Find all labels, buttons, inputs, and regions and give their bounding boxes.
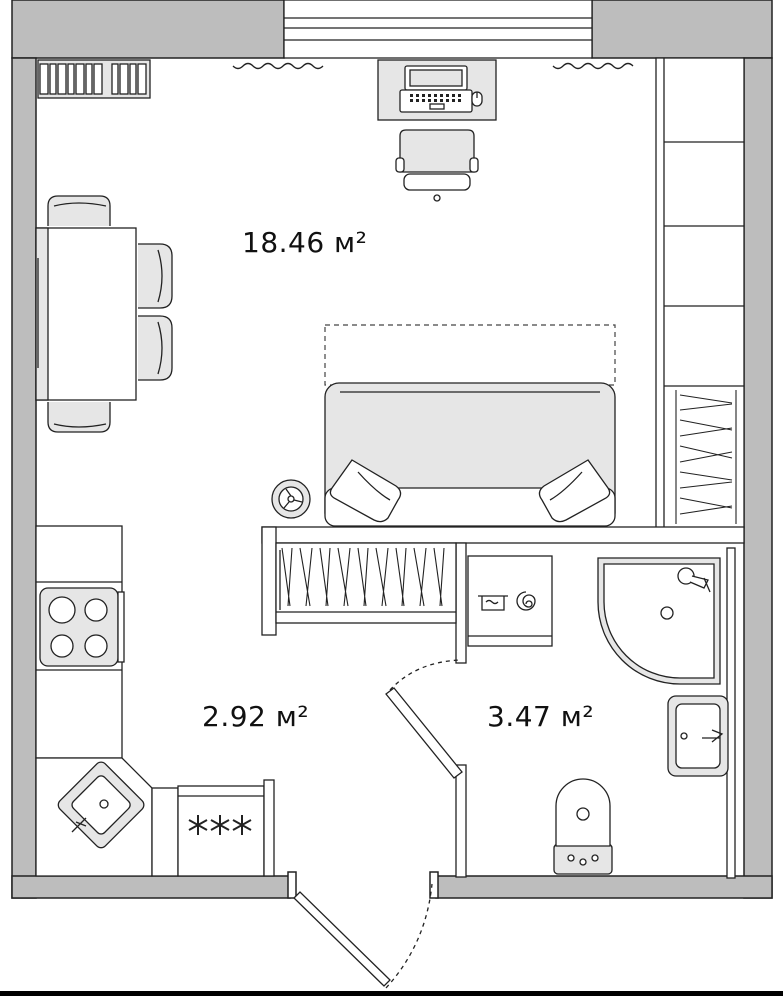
entrance-jambs xyxy=(287,871,439,899)
bed-extension-outline xyxy=(324,324,616,386)
radiator-left xyxy=(232,62,324,70)
washing-machine xyxy=(467,555,553,647)
mouse-icon xyxy=(471,91,483,107)
shower-cabin xyxy=(597,557,721,685)
entrance-door xyxy=(293,883,433,989)
kitchen-sink-icon xyxy=(57,761,145,849)
bathroom-door xyxy=(385,659,463,779)
toilet xyxy=(553,778,613,875)
bookshelf xyxy=(37,59,151,99)
pillow-left-icon xyxy=(329,459,402,523)
office-chair-icon xyxy=(395,129,479,202)
pillow-right-icon xyxy=(538,459,611,523)
dining-chair-top xyxy=(47,195,111,226)
stove-icon xyxy=(39,587,125,667)
shower-head-icon xyxy=(677,567,711,593)
dining-chair-right-2 xyxy=(138,315,173,381)
radiator-right xyxy=(552,62,634,70)
laptop-icon xyxy=(399,65,473,113)
walls xyxy=(11,0,773,899)
bottom-border xyxy=(0,991,783,996)
main-room-area-label: 18.46 м² xyxy=(242,226,368,259)
dining-chair-right-1 xyxy=(138,243,173,309)
kitchen-hall-area-label: 2.92 м² xyxy=(202,700,310,733)
bathroom-sink xyxy=(667,695,729,777)
dining-chair-bottom xyxy=(47,402,111,433)
bathroom-area-label: 3.47 м² xyxy=(487,700,595,733)
hall-clothes-icon xyxy=(281,547,445,607)
hanging-clothes-icon xyxy=(675,390,737,524)
asterisk-icons xyxy=(188,815,252,835)
dining-table xyxy=(35,227,137,401)
ventilation-icon xyxy=(271,479,311,519)
wardrobe-right xyxy=(655,57,745,529)
window xyxy=(283,0,593,59)
spiral-icon xyxy=(516,591,536,611)
